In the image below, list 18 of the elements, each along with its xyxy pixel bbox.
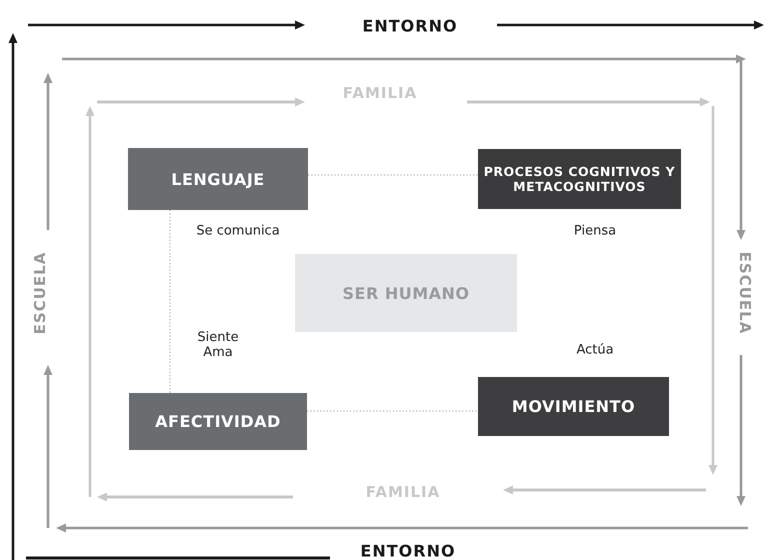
dotted-connector [308,174,478,176]
box-label: SER HUMANO [342,284,470,302]
concept-box [129,393,307,450]
concept-box [295,254,517,332]
concept-box [128,148,308,210]
relation-label: Actúa [576,342,614,358]
box-label: MOVIMIENTO [512,397,636,416]
relation-label: Siente Ama [196,330,240,360]
heading: ENTORNO [360,542,456,560]
concept-box [478,377,669,436]
relation-label: Se comunica [196,224,280,238]
box-label: PROCESOS COGNITIVOS Y METACOGNITIVOS [482,164,676,194]
dotted-connector [307,410,478,412]
box-label: LENGUAJE [171,170,265,188]
dotted-connector [169,210,171,393]
concept-box [478,149,681,209]
box-label: AFECTIVIDAD [155,412,281,431]
relation-label: Piensa [574,224,616,238]
